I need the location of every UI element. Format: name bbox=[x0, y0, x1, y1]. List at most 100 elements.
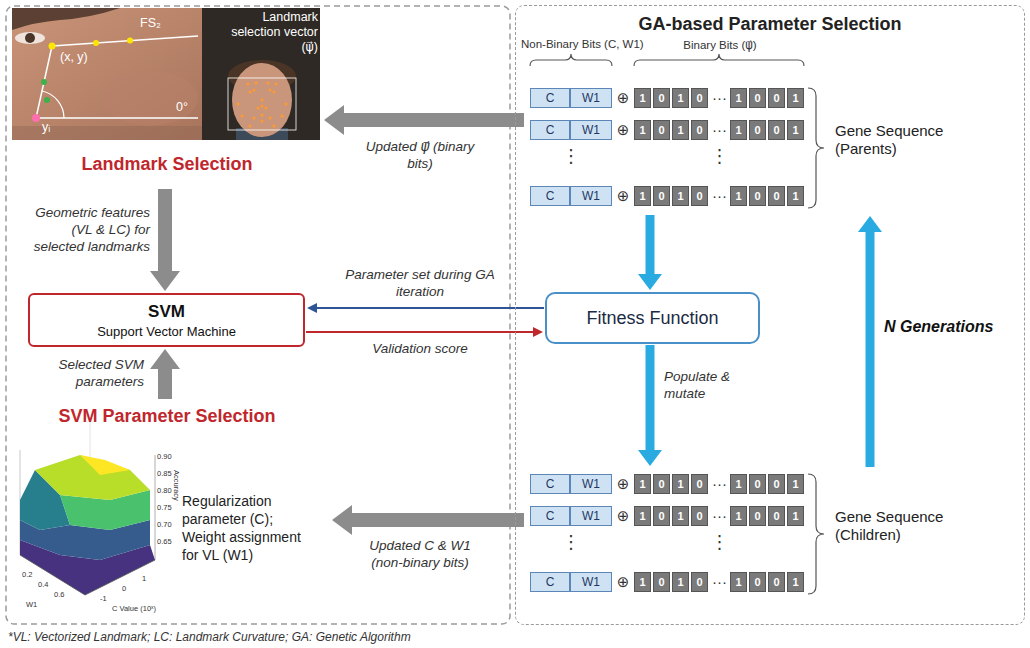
group-label: Gene Sequence (Children) bbox=[835, 508, 965, 544]
edge-label: Populate & mutate bbox=[664, 368, 764, 402]
flow-arrow bbox=[324, 105, 524, 135]
gene-cell: C bbox=[530, 474, 570, 494]
ga-panel: GA-based Parameter SelectionGene Sequenc… bbox=[516, 6, 1024, 624]
bit-cell: 1 bbox=[634, 186, 651, 206]
panel-outline bbox=[6, 6, 510, 624]
face-photo bbox=[12, 8, 320, 140]
xor-symbol: ⊕ bbox=[613, 186, 633, 206]
box-title: SVM bbox=[148, 302, 185, 322]
box-title: Fitness Function bbox=[586, 308, 718, 329]
bit-cell: 0 bbox=[691, 186, 708, 206]
bit-cell: 0 bbox=[768, 186, 785, 206]
text-holder: Validation score bbox=[340, 340, 500, 357]
text-holder: 0.70 bbox=[157, 520, 172, 529]
text-holder: ··· bbox=[709, 186, 730, 206]
bit-cell: 1 bbox=[730, 186, 747, 206]
bit-cell: 0 bbox=[653, 474, 670, 494]
panel-title: GA-based Parameter Selection bbox=[516, 14, 1024, 35]
text-holder: *VL: Vectorized Landmark; LC: Landmark C… bbox=[8, 630, 411, 644]
axis-tick: 0.65 bbox=[157, 537, 172, 546]
text-holder: Landmark selection vector (ψ⃗) bbox=[220, 10, 318, 55]
bit-cell: 0 bbox=[653, 506, 670, 526]
axis-title: W1 bbox=[26, 600, 37, 609]
photo-label: yᵢ bbox=[42, 120, 50, 135]
text-holder: 0 bbox=[122, 584, 126, 593]
xor-symbol: ⊕ bbox=[613, 88, 633, 108]
fitness-box: Fitness Function bbox=[545, 292, 760, 344]
text-holder: ⊕ bbox=[613, 120, 633, 140]
text-holder: C Value (10ˣ) bbox=[112, 604, 156, 613]
bit-cell: 1 bbox=[787, 186, 804, 206]
cell-text: W1 bbox=[582, 509, 600, 523]
text-holder: Landmark Selection bbox=[12, 154, 322, 175]
cell-text: 0 bbox=[754, 510, 760, 522]
gene-cell: C bbox=[530, 120, 570, 140]
gene-cell: C bbox=[530, 88, 570, 108]
text-holder: Parameter set during GA iteration bbox=[340, 266, 500, 300]
xor-symbol: ⊕ bbox=[613, 572, 633, 592]
cell-text: 1 bbox=[735, 92, 741, 104]
cell-text: 0 bbox=[754, 478, 760, 490]
text-holder: (x, y) bbox=[60, 50, 88, 65]
bracket bbox=[530, 54, 824, 594]
cell-text: C bbox=[546, 189, 555, 203]
cell-text: 0 bbox=[773, 510, 779, 522]
gene-group: Gene Sequence (Parents)CW110101001CW1101… bbox=[525, 82, 1015, 214]
axis-tick: -1 bbox=[100, 594, 107, 603]
edge-label: Geometric features (VL & LC) for selecte… bbox=[22, 204, 150, 255]
cell-text: 1 bbox=[792, 478, 798, 490]
flow-arrow bbox=[858, 216, 882, 467]
cell-text: 0 bbox=[658, 124, 664, 136]
bit-cell: 0 bbox=[768, 120, 785, 140]
gene-cell: W1 bbox=[570, 572, 612, 592]
cell-text: C bbox=[546, 477, 555, 491]
text-holder: ⊕ bbox=[613, 506, 633, 526]
gene-cell: W1 bbox=[570, 186, 612, 206]
axis-tick: 0.80 bbox=[157, 486, 172, 495]
cell-text: 1 bbox=[677, 124, 683, 136]
surface-plot bbox=[20, 418, 155, 595]
text-holder: 0.90 bbox=[157, 452, 172, 461]
bit-cell: 1 bbox=[672, 88, 689, 108]
cell-text: 1 bbox=[639, 576, 645, 588]
gene-cell: C bbox=[530, 186, 570, 206]
bit-cell: 0 bbox=[691, 572, 708, 592]
section-heading: SVM Parameter Selection bbox=[12, 406, 322, 427]
bit-cell: 0 bbox=[653, 186, 670, 206]
flow-arrow bbox=[150, 349, 180, 399]
cell-text: 1 bbox=[639, 92, 645, 104]
bit-cell: 1 bbox=[787, 474, 804, 494]
flow-arrow bbox=[332, 505, 524, 535]
cell-text: 0 bbox=[696, 478, 702, 490]
bit-cell: 1 bbox=[672, 572, 689, 592]
text-holder: ⋮ bbox=[561, 146, 581, 166]
bit-cell: 0 bbox=[768, 572, 785, 592]
description-text: Regularization parameter (C); Weight ass… bbox=[182, 492, 320, 564]
cell-text: W1 bbox=[582, 91, 600, 105]
cell-text: 1 bbox=[677, 92, 683, 104]
text-holder: -1 bbox=[100, 594, 107, 603]
bit-cell: 1 bbox=[672, 474, 689, 494]
cell-text: 1 bbox=[735, 510, 741, 522]
photo-label: (x, y) bbox=[60, 50, 88, 65]
cell-text: 1 bbox=[639, 124, 645, 136]
photo-label: FS₂ bbox=[140, 16, 161, 31]
edge-label: Validation score bbox=[340, 340, 500, 357]
text-holder: ⊕ bbox=[613, 88, 633, 108]
ellipsis: ··· bbox=[709, 474, 730, 494]
text-holder: ··· bbox=[709, 120, 730, 140]
cell-text: 0 bbox=[658, 92, 664, 104]
text-holder: 0.4 bbox=[38, 580, 48, 589]
axis-tick: 0.85 bbox=[157, 469, 172, 478]
axis-title: C Value (10ˣ) bbox=[112, 604, 156, 613]
text-holder: ⊕ bbox=[613, 572, 633, 592]
cell-text: 0 bbox=[754, 190, 760, 202]
text-holder: Geometric features (VL & LC) for selecte… bbox=[22, 204, 150, 255]
cell-text: 1 bbox=[792, 124, 798, 136]
cell-text: 0 bbox=[754, 124, 760, 136]
gene-cell: W1 bbox=[570, 506, 612, 526]
box-subtitle: Support Vector Machine bbox=[97, 324, 236, 339]
cell-text: 1 bbox=[639, 510, 645, 522]
group-label: Gene Sequence (Parents) bbox=[835, 122, 965, 158]
cell-text: 0 bbox=[696, 576, 702, 588]
